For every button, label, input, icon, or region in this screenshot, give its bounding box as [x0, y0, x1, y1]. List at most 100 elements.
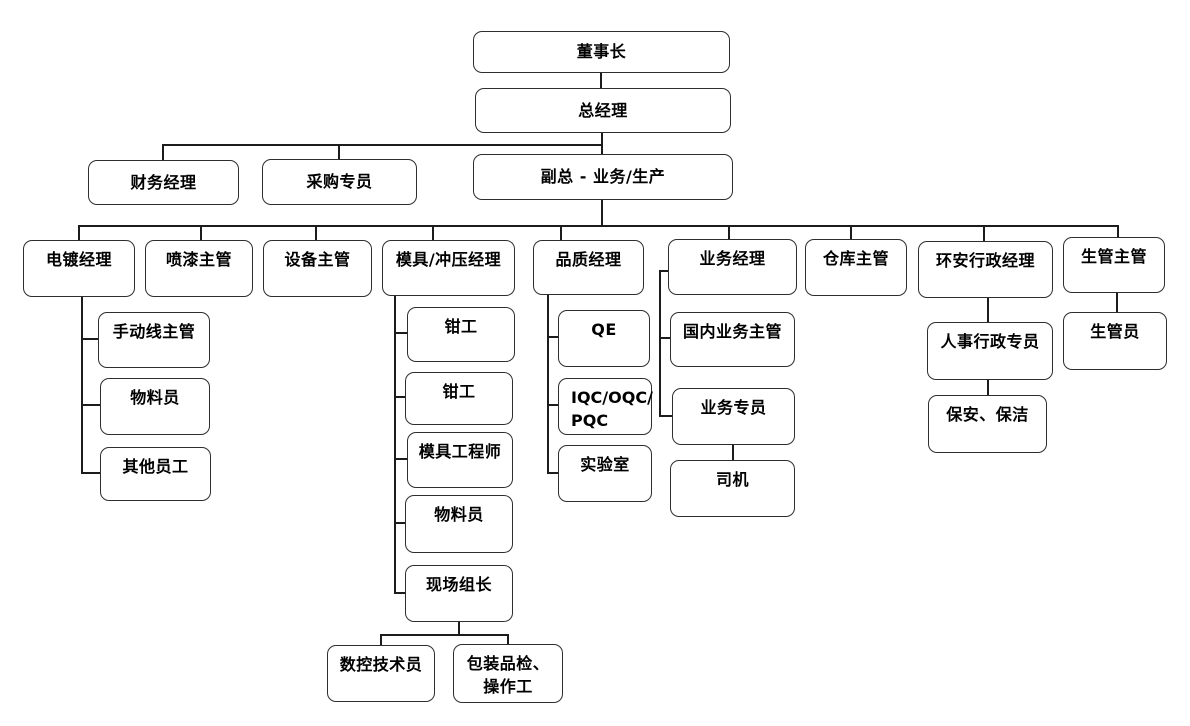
connector-line	[547, 336, 558, 338]
connector-line	[380, 635, 382, 645]
node-domestic-business-supervisor: 国内业务主管	[670, 312, 795, 367]
node-plating-manager: 电镀经理	[23, 240, 135, 297]
node-equipment-supervisor: 设备主管	[263, 240, 372, 297]
connector-line	[458, 621, 460, 636]
node-label: 手动线主管	[112, 322, 196, 341]
node-business-specialist: 业务专员	[672, 388, 795, 445]
node-label: 业务经理	[699, 249, 766, 268]
node-fitter-1: 钳工	[407, 307, 515, 362]
node-plating-material-clerk: 物料员	[100, 378, 210, 435]
node-label: 司机	[715, 470, 749, 489]
connector-line	[507, 635, 509, 644]
node-label: 生管主管	[1080, 247, 1147, 266]
node-vice-gm: 副总 - 业务/生产	[473, 154, 733, 200]
connector-line	[659, 270, 669, 272]
connector-line	[394, 522, 405, 524]
node-qe: QE	[558, 310, 650, 367]
node-label: 包装品检、 操作工	[466, 654, 550, 697]
node-label: 环安行政经理	[935, 251, 1035, 270]
connector-line	[162, 145, 164, 160]
connector-line	[547, 404, 558, 406]
node-label: 现场组长	[425, 575, 492, 594]
connector-line	[200, 226, 202, 240]
connector-line	[601, 145, 603, 155]
connector-line	[659, 337, 671, 339]
connector-line	[394, 332, 407, 334]
node-cnc-technician: 数控技术员	[327, 645, 435, 702]
connector-line	[659, 270, 661, 417]
connector-line	[728, 226, 730, 239]
node-label: 其他员工	[122, 457, 189, 476]
node-label: 人事行政专员	[940, 332, 1040, 351]
node-quality-manager: 品质经理	[533, 240, 644, 295]
connector-line	[850, 226, 852, 239]
connector-line	[78, 226, 80, 240]
connector-line	[380, 634, 509, 636]
node-finance-manager: 财务经理	[88, 160, 239, 205]
connector-line	[659, 415, 673, 417]
node-label: 数控技术员	[339, 655, 423, 674]
node-label: 保安、保洁	[946, 405, 1029, 424]
connector-line	[547, 294, 549, 474]
node-packaging-qc-operator: 包装品检、 操作工	[453, 644, 563, 703]
node-label: 业务专员	[700, 398, 767, 417]
node-label: QE	[591, 320, 617, 339]
node-label: 模具/冲压经理	[395, 250, 502, 269]
connector-line	[338, 145, 340, 159]
connector-line	[547, 472, 558, 474]
node-label: 仓库主管	[822, 249, 889, 268]
connector-line	[432, 226, 434, 240]
node-label: 钳工	[442, 382, 476, 401]
connector-line	[81, 296, 83, 474]
node-label: 品质经理	[555, 250, 622, 269]
connector-line	[983, 226, 985, 241]
connector-line	[81, 338, 98, 340]
node-label: 采购专员	[306, 172, 373, 192]
node-label: 物料员	[434, 505, 484, 524]
node-security-cleaning: 保安、保洁	[928, 395, 1047, 453]
node-label: 副总 - 业务/生产	[540, 167, 666, 187]
node-painting-supervisor: 喷漆主管	[145, 240, 253, 297]
node-fitter-2: 钳工	[405, 372, 513, 425]
connector-line	[1116, 292, 1118, 312]
node-label: 董事长	[576, 42, 627, 62]
node-production-control-clerk: 生管员	[1063, 312, 1167, 370]
node-manual-line-supervisor: 手动线主管	[98, 312, 210, 368]
node-label: 物料员	[130, 388, 180, 407]
node-label: 喷漆主管	[165, 250, 232, 269]
connector-line	[601, 132, 603, 145]
connector-line	[560, 226, 562, 240]
connector-line	[987, 297, 989, 322]
node-label: 电镀经理	[45, 250, 112, 269]
connector-line	[315, 226, 317, 240]
node-driver: 司机	[670, 460, 795, 517]
node-label: 国内业务主管	[682, 322, 782, 341]
connector-line	[600, 72, 602, 89]
node-other-staff: 其他员工	[100, 447, 211, 501]
node-label: IQC/OQC/ PQC	[571, 388, 653, 431]
node-procurement-specialist: 采购专员	[262, 159, 417, 205]
node-production-control-supervisor: 生管主管	[1063, 237, 1165, 293]
connector-line	[162, 144, 603, 146]
connector-line	[78, 225, 1119, 227]
connector-line	[987, 379, 989, 395]
node-hr-admin-specialist: 人事行政专员	[927, 322, 1053, 380]
node-chairman: 董事长	[473, 31, 730, 73]
node-mold-stamping-manager: 模具/冲压经理	[382, 240, 515, 296]
connector-line	[601, 199, 603, 227]
connector-line	[394, 458, 407, 460]
node-ehs-admin-manager: 环安行政经理	[918, 241, 1053, 298]
node-label: 设备主管	[284, 250, 351, 269]
connector-line	[81, 472, 100, 474]
node-iqc-oqc-pqc: IQC/OQC/ PQC	[558, 378, 653, 435]
connector-line	[81, 404, 100, 406]
node-label: 生管员	[1090, 322, 1140, 341]
node-mold-material-clerk: 物料员	[405, 495, 513, 553]
node-label: 实验室	[580, 455, 630, 474]
node-laboratory: 实验室	[558, 445, 652, 502]
node-business-manager: 业务经理	[668, 239, 797, 295]
node-label: 财务经理	[130, 172, 197, 192]
connector-line	[394, 396, 405, 398]
connector-line	[394, 295, 396, 594]
